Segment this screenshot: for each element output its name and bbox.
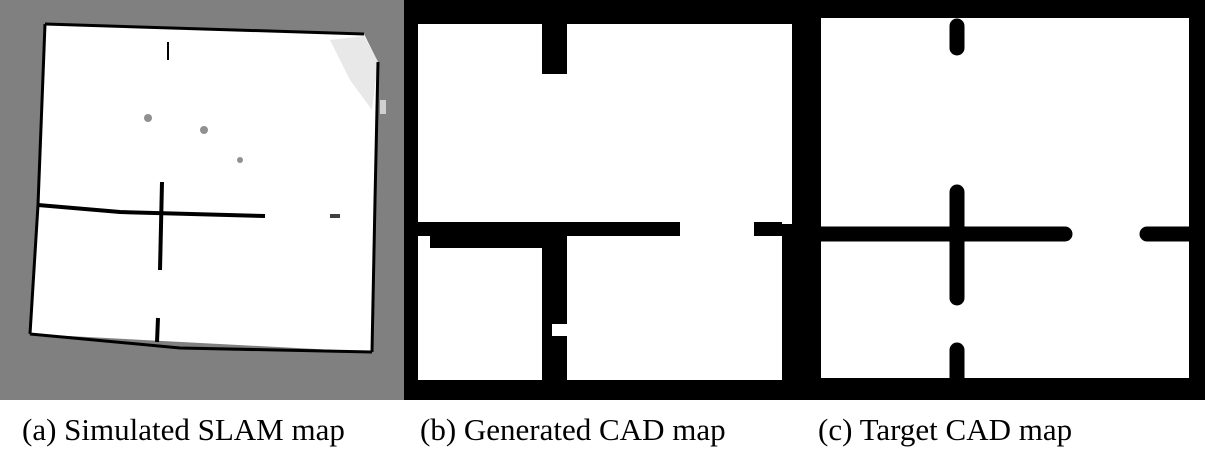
wall-top <box>44 22 365 36</box>
wall-horizontal <box>37 203 266 218</box>
wall-vertical-center <box>158 181 164 271</box>
target-cad-map-image <box>807 0 1205 400</box>
noise-patch <box>330 36 378 110</box>
doorway <box>552 324 567 336</box>
room <box>567 24 782 222</box>
noise-blob <box>330 214 340 218</box>
floor-area <box>821 18 1189 378</box>
room <box>418 24 542 222</box>
room <box>542 74 567 222</box>
slam-map-image <box>0 0 404 400</box>
panel-simulated-slam-map <box>0 0 404 400</box>
room <box>567 236 782 380</box>
generated-cad-map-image <box>404 0 807 400</box>
wall-vertical-bottom <box>155 317 160 343</box>
panel-target-cad-map <box>807 0 1205 400</box>
wall-bottom <box>29 332 373 354</box>
caption-b: (b) Generated CAD map <box>420 412 726 447</box>
doorway <box>680 222 754 236</box>
room-edge <box>782 24 792 224</box>
wall-join <box>813 227 825 241</box>
noise-blob <box>237 157 243 163</box>
caption-a: (a) Simulated SLAM map <box>22 412 345 447</box>
noise-blob <box>380 100 386 114</box>
room-corner <box>418 236 430 248</box>
free-space <box>30 24 378 352</box>
noise-blob <box>200 126 208 134</box>
wall-join <box>1187 227 1199 241</box>
room <box>418 248 542 380</box>
wall-right <box>370 61 380 353</box>
wall-right <box>792 236 794 380</box>
noise-blob <box>144 114 152 122</box>
panel-generated-cad-map <box>404 0 807 400</box>
caption-c: (c) Target CAD map <box>818 412 1073 447</box>
